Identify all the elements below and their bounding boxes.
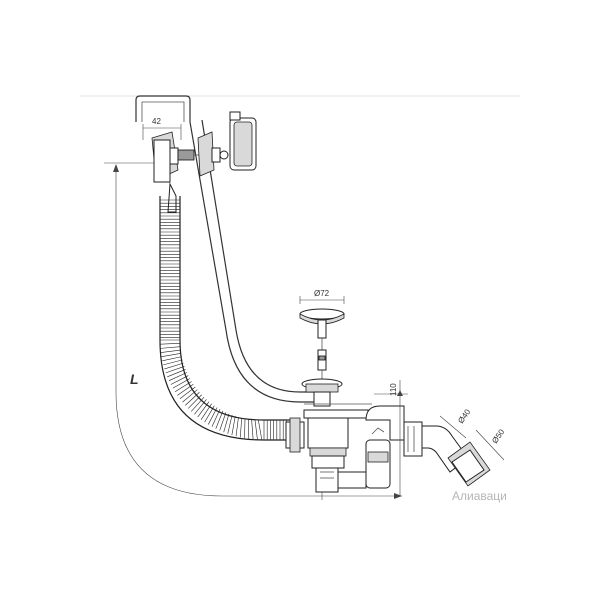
hose-rib xyxy=(173,379,190,389)
hose-rib xyxy=(162,357,181,361)
hose-rib xyxy=(177,384,193,395)
hose-rib xyxy=(236,417,238,436)
hose-rib xyxy=(240,418,241,437)
hose-rib xyxy=(216,411,223,429)
hose-rib xyxy=(160,347,180,349)
hose-rib xyxy=(212,409,220,426)
hose-rib xyxy=(169,373,187,381)
hose-ribs xyxy=(160,200,286,440)
hose-rib xyxy=(201,404,212,420)
hose-coupling xyxy=(286,418,304,452)
corrugated-hose xyxy=(160,184,290,440)
hose-rib xyxy=(161,350,181,353)
dimension-L: L xyxy=(113,164,402,499)
dimension-42-label: 42 xyxy=(152,117,161,126)
hose-rib xyxy=(167,369,185,376)
dimension-110-label: 110 xyxy=(389,383,398,396)
dimension-L-label: L xyxy=(130,371,139,387)
hose-rib xyxy=(171,376,188,385)
watermark: Алиаваци xyxy=(452,489,507,503)
hose-rib xyxy=(232,416,235,435)
hose-rib xyxy=(175,381,192,391)
hose-rib xyxy=(252,420,253,440)
hose-rib xyxy=(160,343,180,344)
hose-rib xyxy=(208,408,217,425)
dimension-40-label: Ø40 xyxy=(456,407,472,425)
drain-stopper: Ø72 xyxy=(300,289,344,350)
dimension-50: Ø50 xyxy=(476,427,507,460)
dimension-50-label: Ø50 xyxy=(490,427,506,445)
overflow-head xyxy=(152,112,256,182)
hose-rib xyxy=(180,387,195,399)
stopper-stem xyxy=(318,350,326,380)
hose-rib xyxy=(228,415,232,434)
hose-rib xyxy=(166,366,185,373)
hose-rib xyxy=(258,420,261,440)
hose-rib xyxy=(198,402,209,417)
hose-rib xyxy=(194,399,206,414)
dimension-72-label: Ø72 xyxy=(314,289,330,298)
hose-rib xyxy=(161,353,181,356)
hose-rib xyxy=(205,406,215,422)
hose-rib xyxy=(255,420,257,440)
